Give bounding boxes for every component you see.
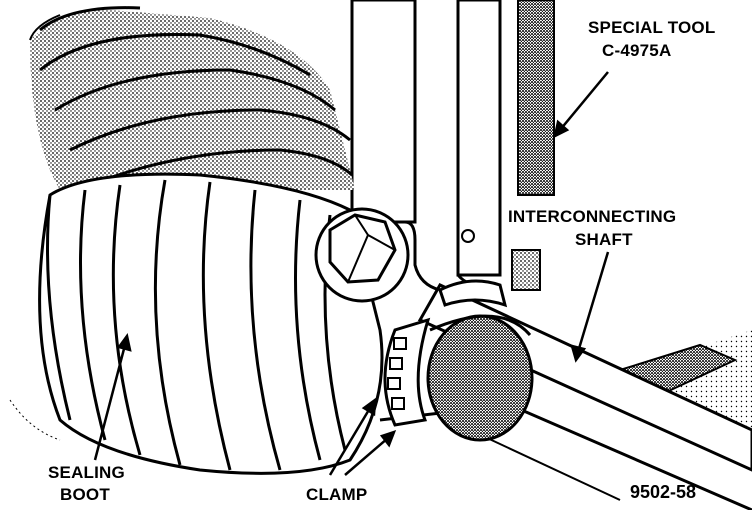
boot-upper-folds [29, 6, 355, 190]
label-shaft-line2: SHAFT [575, 230, 633, 249]
label-shaft-line1: INTERCONNECTING [508, 207, 676, 226]
label-special-tool-line2: C-4975A [602, 41, 671, 60]
bolt-head [314, 207, 410, 303]
figure-id: 9502-58 [630, 482, 696, 502]
clamp [383, 279, 534, 442]
special-tool-plate [498, 0, 555, 291]
label-boot-line2: BOOT [60, 485, 110, 504]
leader-lines [93, 71, 610, 476]
label-special-tool-line1: SPECIAL TOOL [588, 18, 715, 37]
sealing-boot [9, 172, 384, 475]
label-clamp: CLAMP [306, 485, 367, 504]
label-boot-line1: SEALING [48, 463, 125, 482]
